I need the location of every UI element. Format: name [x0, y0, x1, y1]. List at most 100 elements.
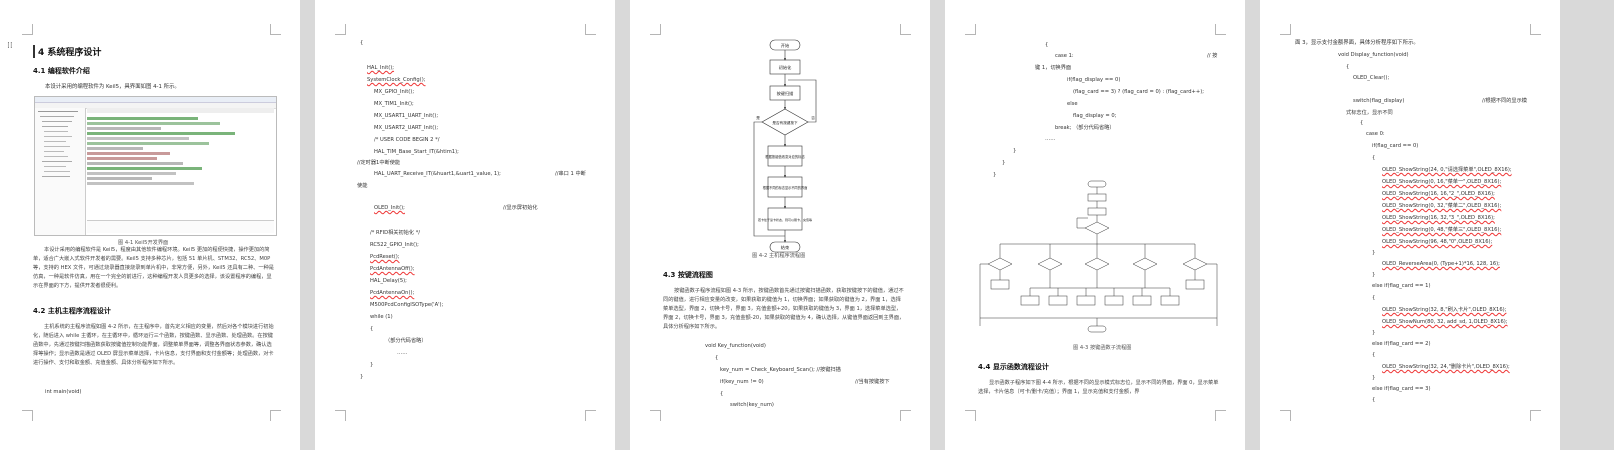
document-page-4: { case 1: // 按 键 1，切换界面 if(flag_display …	[945, 0, 1245, 450]
document-page-3: 开始 初始化 按键扫描 是否有按键按下 是 否 根据按键值改变对应的标志 根据不…	[630, 0, 930, 450]
crop-mark	[585, 410, 596, 421]
crop-mark	[22, 24, 33, 35]
flow-node	[1132, 257, 1158, 271]
code-line: OLED_ShowString(0, 48,"菜单三",OLED_8X16);	[1382, 227, 1502, 233]
code-comment: 键 1，切换界面	[1035, 65, 1072, 71]
flow-label: 初始化	[779, 64, 792, 71]
flow-node	[1037, 257, 1063, 271]
flow-node	[1084, 257, 1110, 271]
code-line: {	[1045, 42, 1049, 48]
code-line: {	[360, 40, 364, 46]
crop-mark	[1215, 410, 1226, 421]
code-line: OLED_ShowNum(80, 32, add_sd, 1,OLED_8X16…	[1382, 319, 1508, 325]
flow-label: 按键扫描	[777, 90, 794, 97]
code-line: if(key_num != 0)	[720, 379, 764, 385]
flow-node	[1020, 295, 1040, 306]
code-line: PcdAntennaOff();	[370, 266, 415, 272]
drag-handle-icon[interactable]: ⁞⁞	[7, 41, 13, 51]
crop-mark	[270, 24, 281, 35]
code-line: else if(flag_card == 1)	[1372, 283, 1431, 289]
flow-node	[1182, 257, 1208, 271]
code-line: flag_display = 0;	[1073, 113, 1117, 119]
code-comment: //串口 1 中断	[555, 171, 586, 177]
paragraph-main-flow: 主机系统的主程序流程如图 4-2 所示，在主程序中，首先定义相应的变量，然后对各…	[33, 324, 274, 366]
code-line: {	[1372, 397, 1376, 403]
section-heading-4-2: 4.2 主机主程序流程设计	[33, 307, 111, 315]
code-line: }	[1013, 148, 1017, 154]
flow-node	[987, 257, 1013, 271]
code-line: OLED_Clear();	[1353, 75, 1390, 81]
flow-node	[1087, 207, 1107, 216]
code-line: (flag_card == 3) ? (flag_card = 0) : (fl…	[1073, 89, 1205, 95]
code-line: }	[1372, 330, 1376, 336]
crop-mark	[965, 410, 976, 421]
code-line: MX_USART1_UART_Init();	[374, 113, 439, 119]
code-line: HAL_UART_Receive_IT(&huart1,&uart1_value…	[374, 171, 501, 177]
section-heading-4-4: 4.4 显示函数流程设计	[978, 363, 1049, 371]
intro-text: 面 3，显示支付金额界面，具体分析程序如下所示。	[1295, 40, 1419, 46]
crop-mark	[270, 410, 281, 421]
code-line: {	[1346, 64, 1350, 70]
code-line: HAL_Delay(5);	[370, 278, 407, 284]
code-line: else if(flag_card == 3)	[1372, 386, 1431, 392]
crop-mark	[335, 410, 346, 421]
crop-mark	[585, 24, 596, 35]
flow-node	[990, 279, 1010, 290]
code-line: PcdReset();	[370, 254, 400, 260]
code-line: case 1:	[1055, 53, 1074, 59]
code-line: OLED_ShowString(16, 16,"2_",OLED_8X16);	[1382, 191, 1495, 197]
code-line: M500PcdConfigISOType('A');	[370, 302, 444, 308]
code-line: break; （部分代码省略）	[1055, 125, 1115, 131]
code-line: void Key_function(void)	[705, 343, 766, 349]
chapter-heading: 4 系统程序设计	[33, 45, 101, 58]
code-line: switch(key_num)	[730, 402, 774, 408]
code-line: if(flag_card == 0)	[1372, 143, 1419, 149]
code-line: case 0:	[1366, 131, 1385, 137]
code-line: MX_USART2_UART_Init();	[374, 125, 439, 131]
code-line: OLED_ReverseArea(0, (Type+1)*16, 128, 16…	[1382, 261, 1500, 267]
code-comment: 式标志位，显示不同	[1346, 110, 1393, 116]
code-line: {	[1372, 295, 1376, 301]
code-comment: ……	[397, 350, 408, 356]
flow-node	[1048, 295, 1068, 306]
code-line: OLED_ShowString(24, 0,"请选择菜单",OLED_8X16)…	[1382, 167, 1512, 173]
code-comment: （部分代码省略）	[385, 338, 427, 344]
document-page-1: ⁞⁞ 4 系统程序设计 4.1 编程软件介绍 本设计采用的编程软件为 Keil5…	[0, 0, 300, 450]
code-comment: 使能	[357, 183, 368, 189]
code-line: MX_TIM1_Init();	[374, 101, 414, 107]
code-line: else if(flag_card == 2)	[1372, 341, 1431, 347]
crop-mark	[650, 410, 661, 421]
flow-label: 若卡处于读卡状态，则可以刷卡，充值等	[758, 217, 812, 222]
code-line: }	[1372, 250, 1376, 256]
code-comment: // 按	[1207, 53, 1218, 59]
crop-mark	[1280, 410, 1291, 421]
key-function-flowchart	[979, 180, 1218, 333]
code-line: }	[993, 172, 997, 178]
code-line: }	[1002, 160, 1006, 166]
code-comment: //当有按键按下	[855, 379, 890, 385]
flow-node	[1087, 325, 1107, 333]
code-line: OLED_ShowString(32, 24,"删除卡片",OLED_8X16)…	[1382, 364, 1510, 370]
code-comment: //根据不同的显示模	[1482, 98, 1527, 104]
flow-node	[1160, 295, 1180, 306]
paragraph-key-flow: 按键函数子程序流程如图 4-3 所示，按键函数首先通过按键扫描函数，获取按键按下…	[663, 288, 905, 330]
code-comment: //定时器1中断使能	[357, 160, 401, 166]
code-line: OLED_ShowString(0, 16,"菜单一",OLED_8X16);	[1382, 179, 1502, 185]
code-line: OLED_ShowString(32, 8,"刷入卡片",OLED_8X16);	[1382, 307, 1507, 313]
flow-node	[1185, 279, 1205, 290]
code-line: int main(void)	[45, 389, 82, 395]
flow-label: 是否有按键按下	[772, 120, 798, 125]
crop-mark	[965, 24, 976, 35]
keil-screenshot-figure	[34, 96, 277, 236]
code-line: {	[715, 355, 719, 361]
code-line: {	[1360, 120, 1364, 126]
code-line: OLED_ShowString(96, 48,"0",OLED_8X16);	[1382, 239, 1493, 245]
paragraph-display-flow: 显示函数子程序如下图 4-4 所示，根据不同的显示模式标志位，显示不同的界面，界…	[978, 380, 1219, 395]
code-line: /* USER CODE BEGIN 2 */	[374, 137, 440, 143]
flow-node	[1087, 193, 1107, 202]
flow-node	[1084, 221, 1110, 235]
code-comment: //显示屏初始化	[503, 205, 538, 211]
crop-mark	[1530, 24, 1541, 35]
code-line: while (1)	[370, 314, 393, 320]
code-line: OLED_ShowString(0, 32,"菜单二",OLED_8X16);	[1382, 203, 1502, 209]
